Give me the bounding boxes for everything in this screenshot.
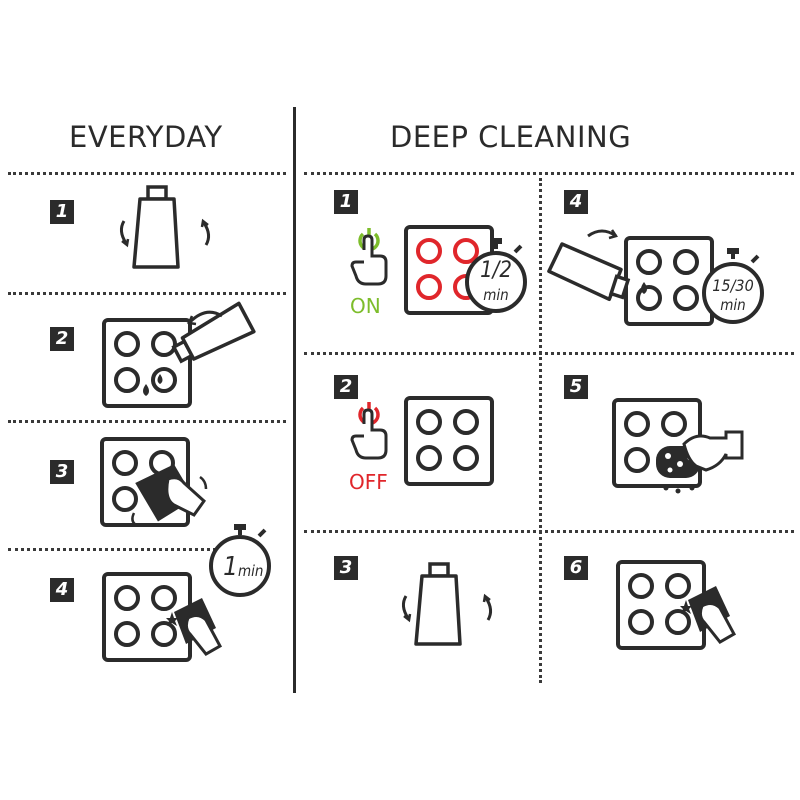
separator-left-1 (8, 172, 286, 175)
separator-right-1 (304, 172, 794, 175)
apply-cleaner-icon (102, 301, 256, 408)
separator-right-2 (304, 352, 794, 355)
deep-step-4-timer-value: 15/30 (712, 276, 754, 295)
tube-shake-icon (119, 185, 211, 269)
deep-cleaning-title: DEEP CLEANING (390, 120, 632, 154)
polish-hob-icon (102, 572, 223, 662)
everyday-title: EVERYDAY (69, 120, 223, 154)
timer-icon (702, 248, 764, 324)
everyday-step-3-number: 3 (50, 460, 74, 484)
everyday-step-4-number: 4 (50, 578, 74, 602)
timer-icon (465, 238, 527, 313)
separator-left-4 (8, 548, 216, 551)
deep-step-4-timer-unit: min (720, 296, 746, 314)
separator-left-3 (8, 420, 286, 423)
polish-hob-icon (616, 560, 737, 650)
everyday-step-1-number: 1 (50, 200, 74, 224)
deep-step-6-number: 6 (564, 556, 588, 580)
separator-right-vertical (539, 178, 542, 683)
power-off-hand-icon (350, 402, 388, 460)
deep-step-1-timer-value: 1/2 (480, 258, 512, 283)
deep-step-1-number: 1 (334, 190, 358, 214)
column-divider (293, 107, 296, 693)
deep-step-2-number: 2 (334, 375, 358, 399)
deep-status-on: ON (350, 294, 381, 318)
separator-right-3 (304, 530, 794, 533)
hob-icon (404, 396, 494, 486)
power-on-hand-icon (350, 228, 388, 286)
everyday-timer-value: 1 (223, 552, 238, 582)
deep-step-5-number: 5 (564, 375, 588, 399)
scrub-sponge-icon (612, 398, 744, 494)
timer-icon (209, 524, 271, 597)
tube-shake-icon (401, 562, 493, 646)
deep-status-off: OFF (349, 470, 388, 494)
wipe-hob-icon (100, 437, 208, 527)
apply-cleaner-icon (547, 229, 714, 326)
deep-step-4-number: 4 (564, 190, 588, 214)
everyday-step-2-number: 2 (50, 327, 74, 351)
everyday-timer-unit: min (238, 562, 264, 580)
deep-step-3-number: 3 (334, 556, 358, 580)
separator-left-2 (8, 292, 286, 295)
deep-step-1-timer-unit: min (483, 286, 509, 304)
